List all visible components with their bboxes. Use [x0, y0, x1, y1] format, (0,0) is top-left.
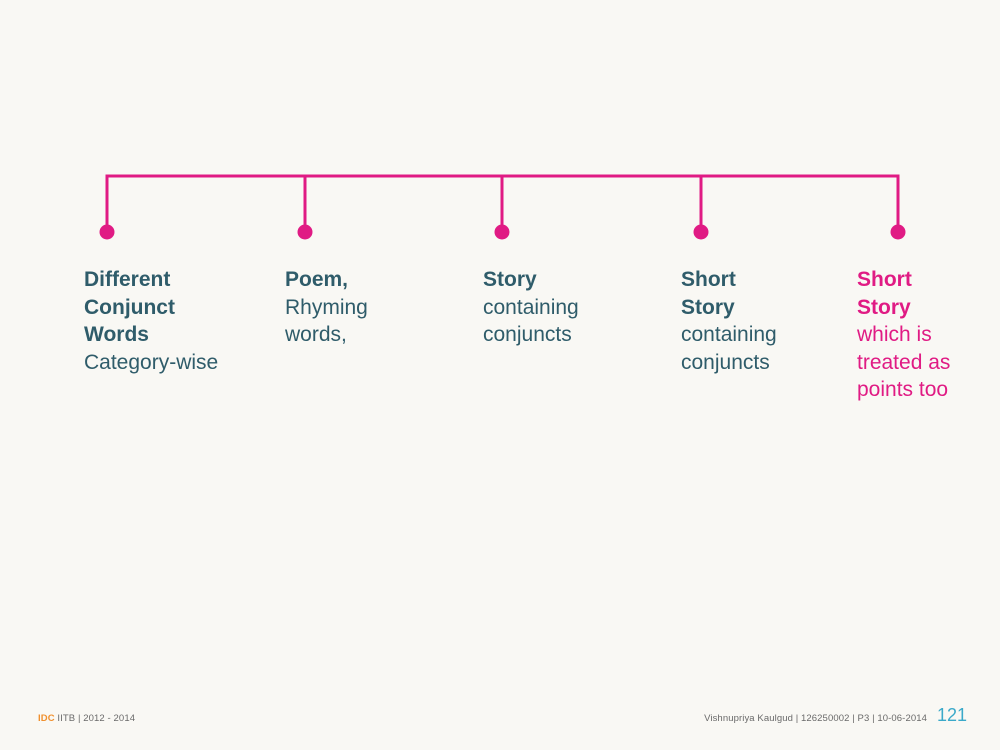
node-title: Words [84, 323, 149, 346]
node-dot [693, 224, 709, 240]
footer-brand: IDC [38, 713, 55, 724]
node-label: Poem, Rhyming words, [285, 266, 435, 349]
node-description: Category-wise [84, 350, 219, 374]
node-description: conjuncts [483, 323, 572, 346]
node-dot [297, 224, 313, 240]
node-description: containing [681, 323, 777, 346]
node-label: Story containing conjuncts [483, 266, 633, 349]
node-title: Poem, [285, 268, 349, 291]
node-title: Story [681, 295, 735, 319]
node-title: Conjunct [84, 295, 175, 319]
node-title: Different [84, 268, 171, 291]
footer-left-text: IITB | 2012 - 2014 [54, 713, 136, 724]
footer-author-info: Vishnupriya Kaulgud | 126250002 | P3 | 1… [704, 713, 927, 724]
node-description: which is [857, 323, 932, 346]
page-number: 121 [937, 705, 968, 725]
node-title: Short [857, 268, 912, 291]
node-description: points too [857, 378, 949, 401]
node-title: Story [857, 295, 911, 319]
node-title: Short [681, 268, 736, 291]
footer-institution: IDC IITB | 2012 - 2014 [38, 713, 135, 724]
node-title: Story [483, 268, 537, 291]
node-description: containing [483, 295, 579, 319]
node-dot [494, 224, 510, 240]
node-description: words, [285, 323, 347, 346]
node-description: conjuncts [681, 350, 770, 374]
node-dot [890, 224, 906, 240]
node-description: treated as [857, 350, 951, 374]
node-dot [99, 224, 115, 240]
node-description: Rhyming [285, 295, 368, 319]
